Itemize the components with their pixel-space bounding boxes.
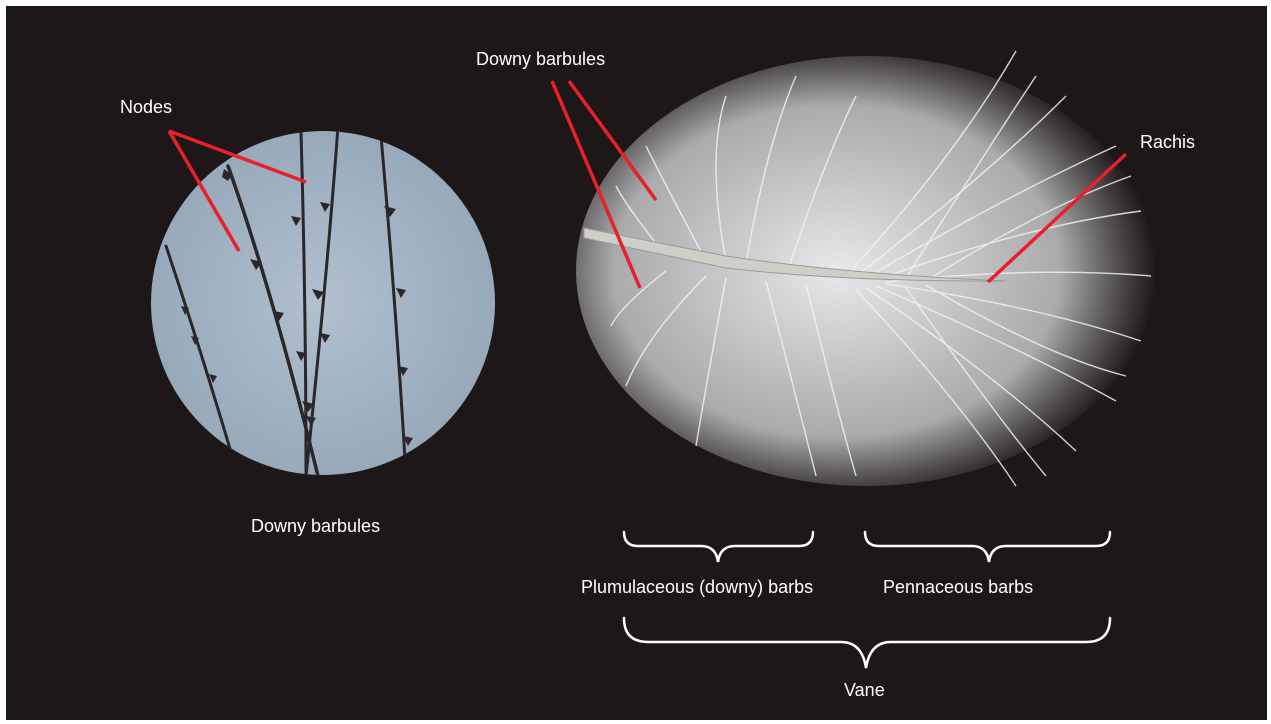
nodes-label: Nodes bbox=[120, 97, 172, 117]
vane-bracket bbox=[624, 618, 1110, 668]
pennaceous-barbs-label: Pennaceous barbs bbox=[883, 577, 1033, 597]
diagram-panel: Nodes Downy barbules Rachis Downy barbul… bbox=[6, 6, 1267, 720]
feather-image bbox=[576, 51, 1156, 486]
vane-label: Vane bbox=[844, 680, 885, 700]
micrograph-circle bbox=[151, 126, 495, 476]
downy-barbules-label-top: Downy barbules bbox=[476, 49, 605, 69]
pennaceous-bracket bbox=[865, 532, 1110, 562]
rachis-label: Rachis bbox=[1140, 132, 1195, 152]
plumulaceous-barbs-label: Plumulaceous (downy) barbs bbox=[581, 577, 813, 597]
feather-diagram: Nodes Downy barbules Rachis Downy barbul… bbox=[6, 6, 1267, 720]
downy-barbules-label-bottom: Downy barbules bbox=[251, 516, 380, 536]
plumulaceous-bracket bbox=[624, 532, 813, 562]
brackets bbox=[624, 532, 1110, 668]
